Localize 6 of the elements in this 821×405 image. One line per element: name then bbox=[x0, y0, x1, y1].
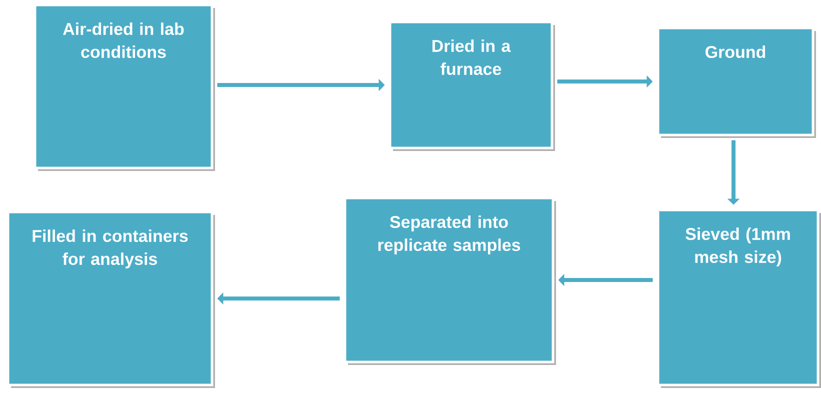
process-box: Ground bbox=[656, 26, 814, 136]
process-box: Separated into replicate samples bbox=[344, 196, 554, 364]
process-box: Filled in containers for analysis bbox=[6, 210, 214, 386]
process-box: Sieved (1mm mesh size) bbox=[656, 208, 820, 386]
process-box: Dried in a furnace bbox=[388, 20, 554, 150]
process-box: Air-dried in lab conditions bbox=[34, 4, 214, 170]
